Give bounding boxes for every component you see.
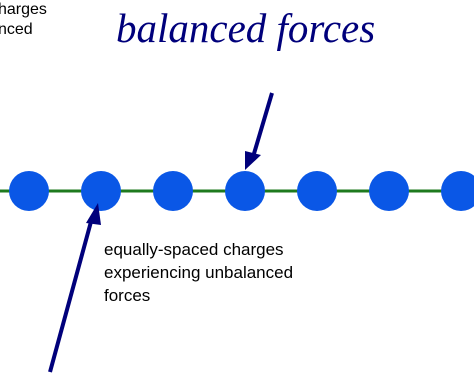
balanced-forces-title: balanced forces: [116, 5, 376, 51]
balanced-arrow: [245, 92, 274, 170]
charge-7: [441, 171, 474, 211]
charge-5: [297, 171, 337, 211]
charge-2: [81, 171, 121, 211]
charge-1: [9, 171, 49, 211]
charges: [9, 171, 474, 211]
cropped-caption: harges nced: [0, 0, 47, 40]
unbalanced-charges-label: equally-spaced charges experiencing unba…: [104, 238, 293, 307]
unbalanced-arrow: [48, 203, 101, 373]
cropped-caption-line-2: nced: [0, 21, 33, 38]
balanced-arrowhead: [245, 151, 261, 170]
charge-6: [369, 171, 409, 211]
charge-4: [225, 171, 265, 211]
balanced-arrow-shaft: [251, 92, 274, 158]
unbalanced-charges-label-line-2: experiencing unbalanced: [104, 263, 294, 282]
cropped-caption-line-1: harges: [0, 1, 47, 18]
unbalanced-arrow-shaft: [48, 217, 94, 373]
unbalanced-charges-label-line-1: equally-spaced charges: [104, 240, 284, 259]
unbalanced-arrowhead: [86, 203, 101, 225]
unbalanced-charges-label-line-3: forces: [104, 286, 151, 305]
charge-3: [153, 171, 193, 211]
